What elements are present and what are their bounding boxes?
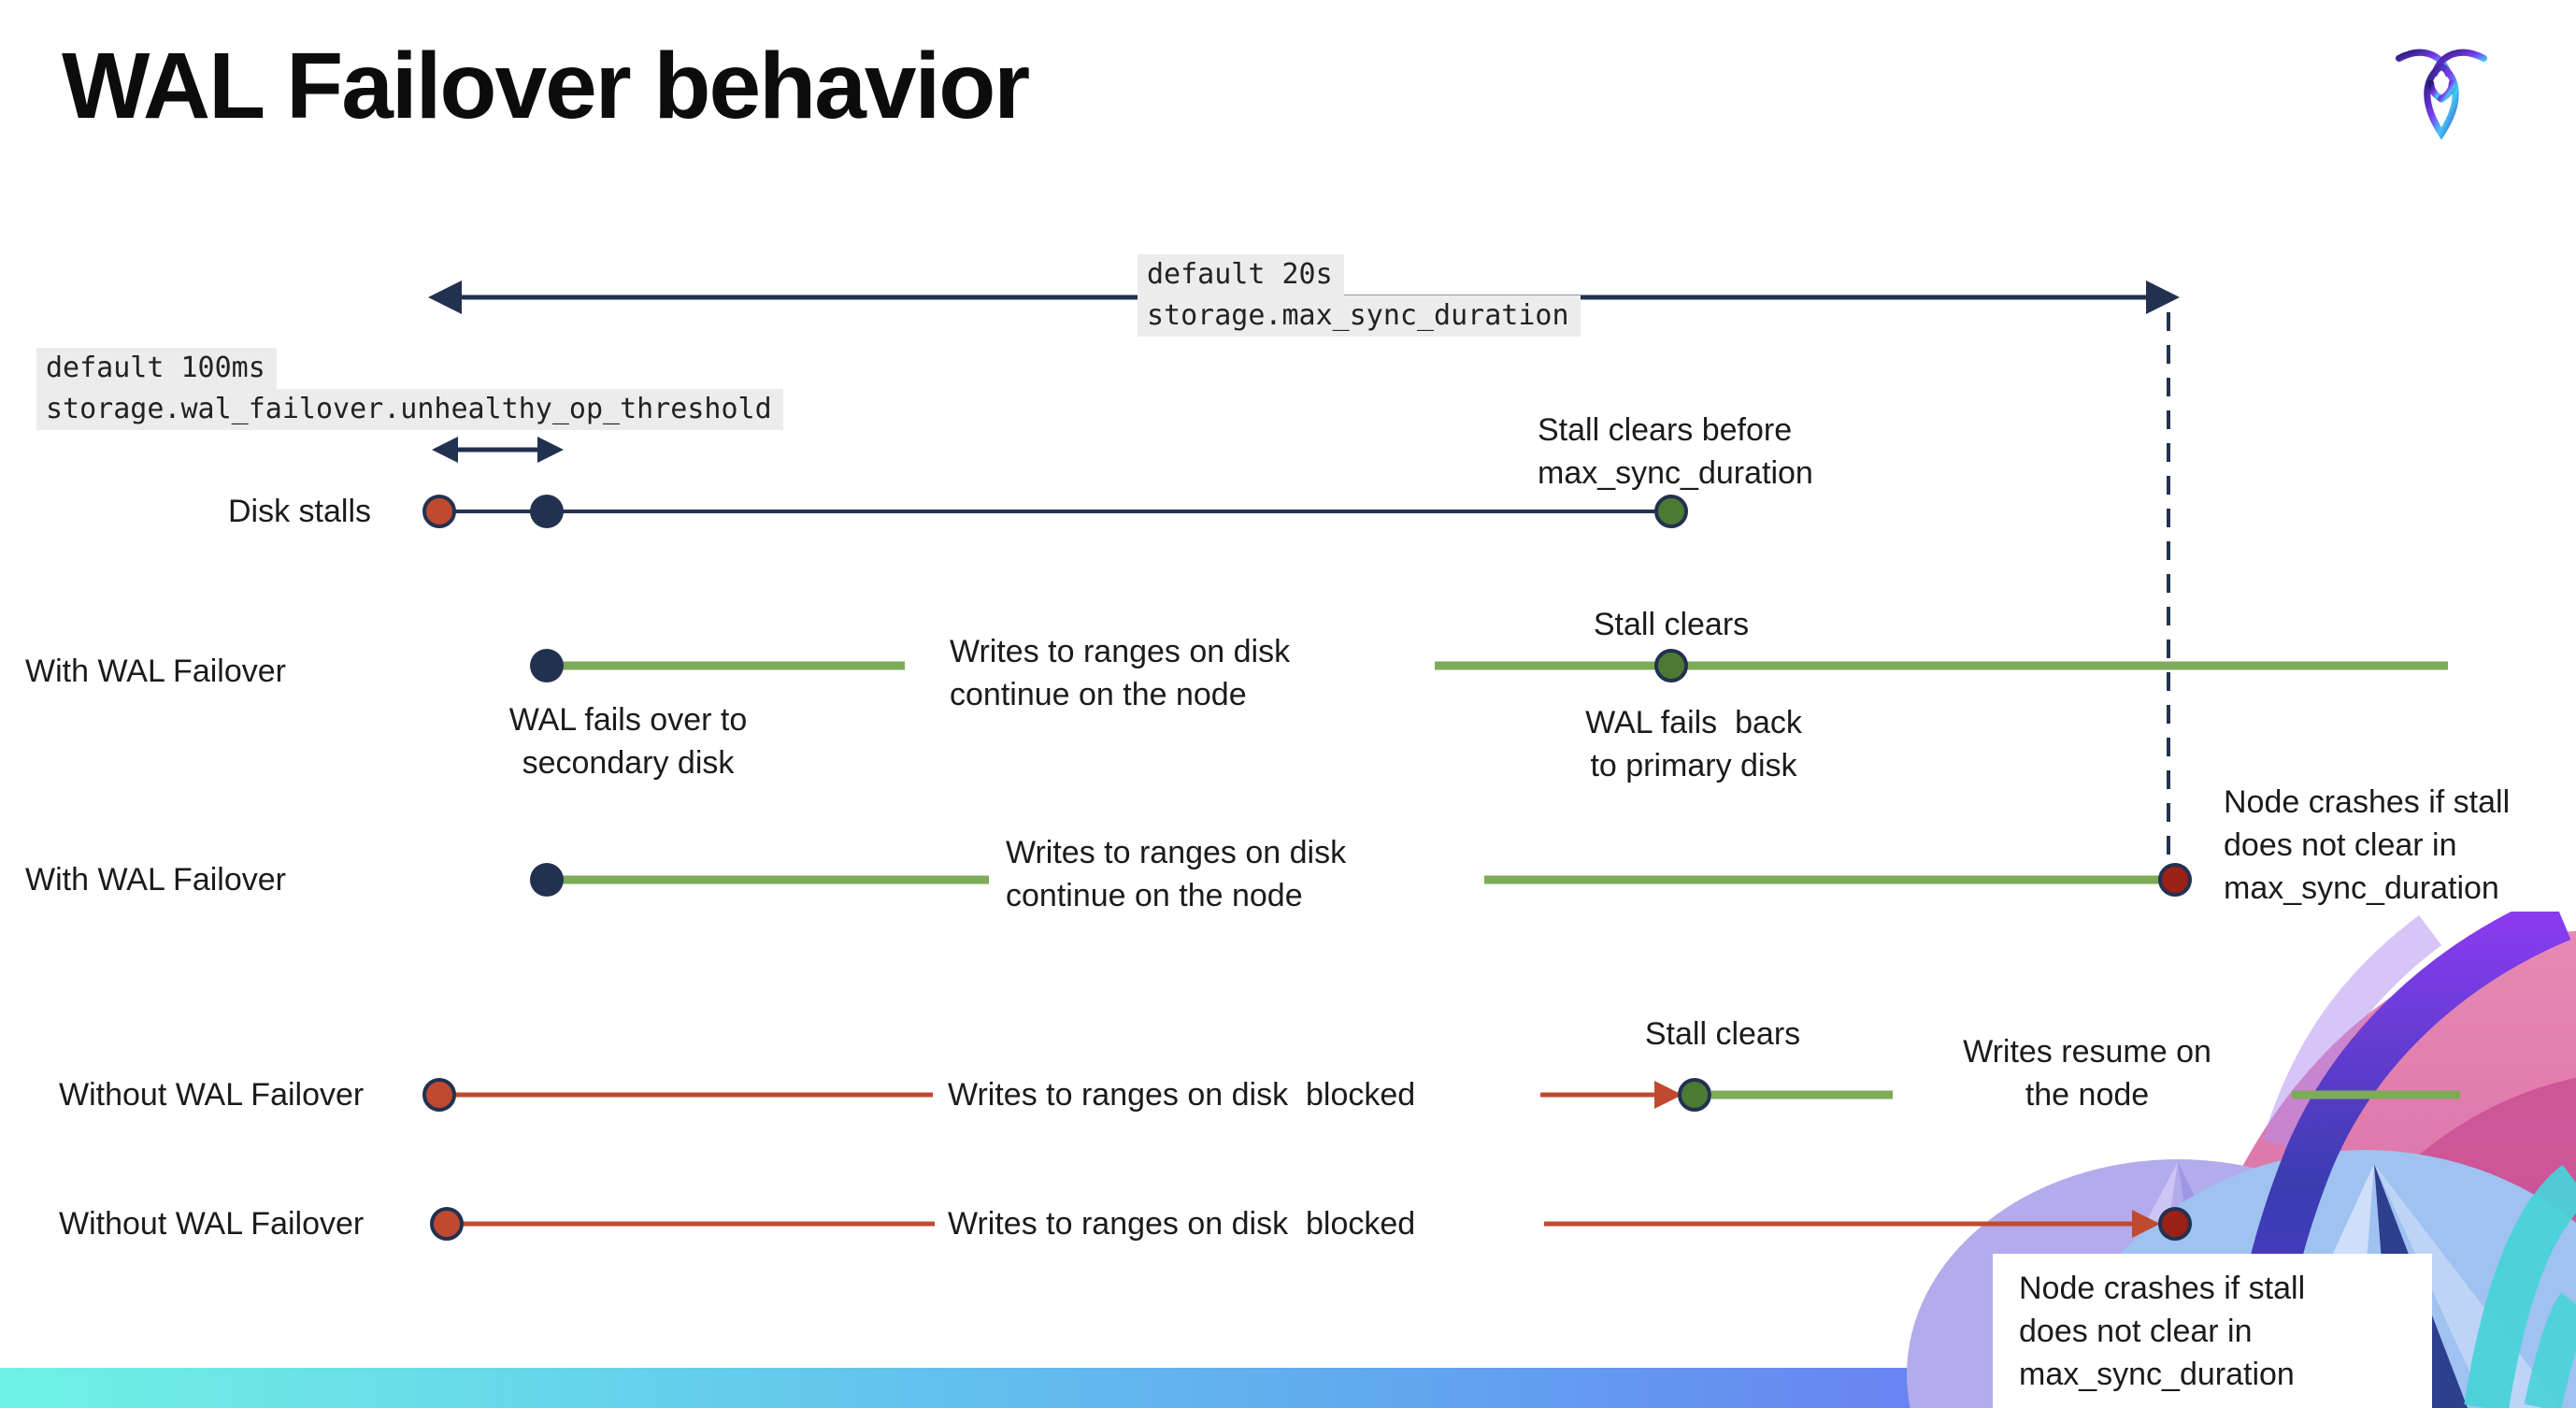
stall-clears-dot: [1678, 1078, 1711, 1112]
unhealthy-op-default-value: default 100ms: [36, 348, 277, 389]
annotation-writes-blocked-2: Writes to ranges on disk blocked: [948, 1206, 1416, 1242]
art-pale-purple-arc: [2262, 915, 2442, 1151]
failover-dot: [530, 649, 564, 682]
row-label-without-wal-failover-2: Without WAL Failover: [59, 1206, 365, 1242]
row-label-disk-stalls: Disk stalls: [228, 494, 372, 529]
unhealthy-op-setting-name: storage.wal_failover.unhealthy_op_thresh…: [36, 389, 783, 430]
annotation-stall-clears-1: Stall clears: [1593, 607, 1750, 642]
row-label-with-wal-failover-2: With WAL Failover: [25, 862, 286, 898]
annotation-stall-clears-2: Stall clears: [1644, 1016, 1801, 1052]
annotation-wal-fails-over: WAL fails over to secondary disk: [508, 702, 748, 781]
max-sync-setting-name: storage.max_sync_duration: [1138, 295, 1581, 337]
cockroachdb-logo-icon: [2395, 49, 2488, 140]
annotation-node-crashes-1: Node crashes if stall does not clear in …: [2224, 784, 2511, 906]
node-crashes-callout-box: Node crashes if stall does not clear in …: [1993, 1254, 2432, 1408]
failover-dot: [530, 863, 564, 897]
annotation-stall-clears-before: Stall clears before max_sync_duration: [1538, 412, 1813, 491]
disk-stall-start-dot: [422, 495, 456, 528]
stall-clears-dot: [1654, 495, 1688, 528]
node-crash-dot: [2158, 863, 2192, 897]
stall-clears-dot: [1654, 649, 1688, 682]
failover-threshold-dot: [530, 495, 564, 528]
arrowhead-right-icon: [2146, 280, 2180, 314]
arrowhead-right-icon: [1654, 1081, 1682, 1109]
arrowhead-right-icon: [2132, 1210, 2160, 1238]
annotation-node-crashes-2: Node crashes if stall does not clear in …: [2019, 1271, 2306, 1392]
node-crash-dot: [2158, 1207, 2192, 1241]
arrowhead-right-icon: [537, 437, 564, 463]
page-title: WAL Failover behavior: [62, 34, 1030, 138]
row-label-with-wal-failover-1: With WAL Failover: [25, 654, 286, 689]
stall-start-dot: [430, 1207, 464, 1241]
max-sync-duration-label: default 20s storage.max_sync_duration: [1138, 254, 1581, 337]
annotation-writes-continue-1: Writes to ranges on disk continue on the…: [950, 634, 1291, 712]
logo-branch-right: [2438, 79, 2455, 103]
unhealthy-op-threshold-label: default 100ms storage.wal_failover.unhea…: [36, 348, 783, 430]
arrowhead-left-icon: [428, 280, 462, 314]
art-teal-arc: [2464, 1164, 2576, 1408]
annotation-writes-continue-2: Writes to ranges on disk continue on the…: [1006, 835, 1347, 913]
logo-body: [2424, 62, 2459, 140]
annotation-wal-fails-back: WAL fails back to primary disk: [1585, 705, 1802, 783]
max-sync-default-value: default 20s: [1138, 254, 1344, 295]
stall-start-dot: [422, 1078, 456, 1112]
annotation-writes-blocked-1: Writes to ranges on disk blocked: [948, 1077, 1416, 1113]
annotation-writes-resume: Writes resume on the node: [1963, 1034, 2211, 1113]
arrowhead-left-icon: [432, 437, 458, 463]
row-label-without-wal-failover-1: Without WAL Failover: [59, 1077, 365, 1113]
art-teal-arc: [2524, 1292, 2576, 1408]
